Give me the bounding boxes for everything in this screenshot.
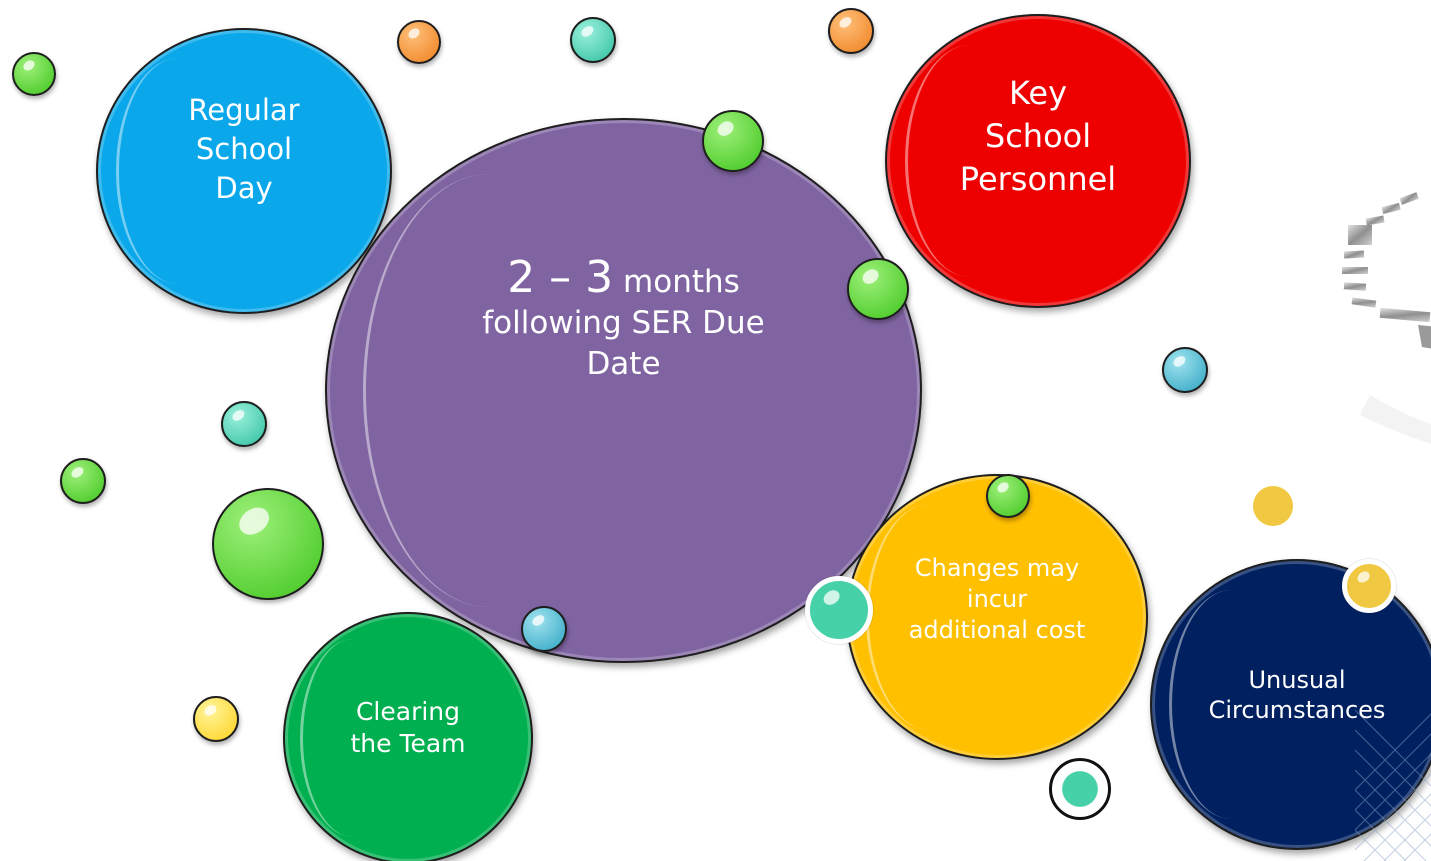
decorative-dot-teal-ringed (805, 576, 873, 644)
bubble-key-school-personnel: Key School Personnel (885, 14, 1191, 308)
bubble-center-label: 2 – 3 months following SER Due Date (482, 251, 765, 382)
decorative-dot-cyan (521, 606, 567, 652)
decorative-dot-green (60, 458, 106, 504)
decorative-dot-teal-outlined (1049, 758, 1111, 820)
bubble-regular-label: Regular School Day (188, 92, 300, 205)
decorative-dot-yellow-flat (1253, 486, 1293, 526)
bubble-changes-cost: Changes may incur additional cost (846, 474, 1148, 760)
bubble-unusual-label: Unusual Circumstances (1208, 665, 1386, 724)
decorative-dot-green-large (212, 488, 324, 600)
bubble-regular-school-day: Regular School Day (96, 28, 392, 314)
decorative-dot-teal (570, 17, 616, 63)
grid-pattern-icon (1355, 709, 1431, 861)
decorative-dot-cyan (1162, 347, 1208, 393)
decorative-dot-green (12, 52, 56, 96)
bubble-changes-label: Changes may incur additional cost (908, 554, 1086, 644)
decorative-dot-green (986, 474, 1030, 518)
bubble-key-label: Key School Personnel (959, 73, 1117, 198)
clock-icon (1342, 192, 1431, 444)
bubble-center-timeframe: 2 – 3 months following SER Due Date (325, 118, 922, 663)
decorative-dot-orange (828, 8, 874, 54)
decorative-dot-green (847, 258, 909, 320)
bubble-clearing-label: Clearing the Team (350, 697, 466, 758)
decorative-dot-teal (221, 401, 267, 447)
bubble-clearing-the-team: Clearing the Team (283, 612, 533, 861)
decorative-dot-yellow-ringed (1342, 559, 1396, 613)
decorative-dot-yellow (193, 696, 239, 742)
decorative-dot-green (702, 110, 764, 172)
decorative-dot-orange (397, 20, 441, 64)
